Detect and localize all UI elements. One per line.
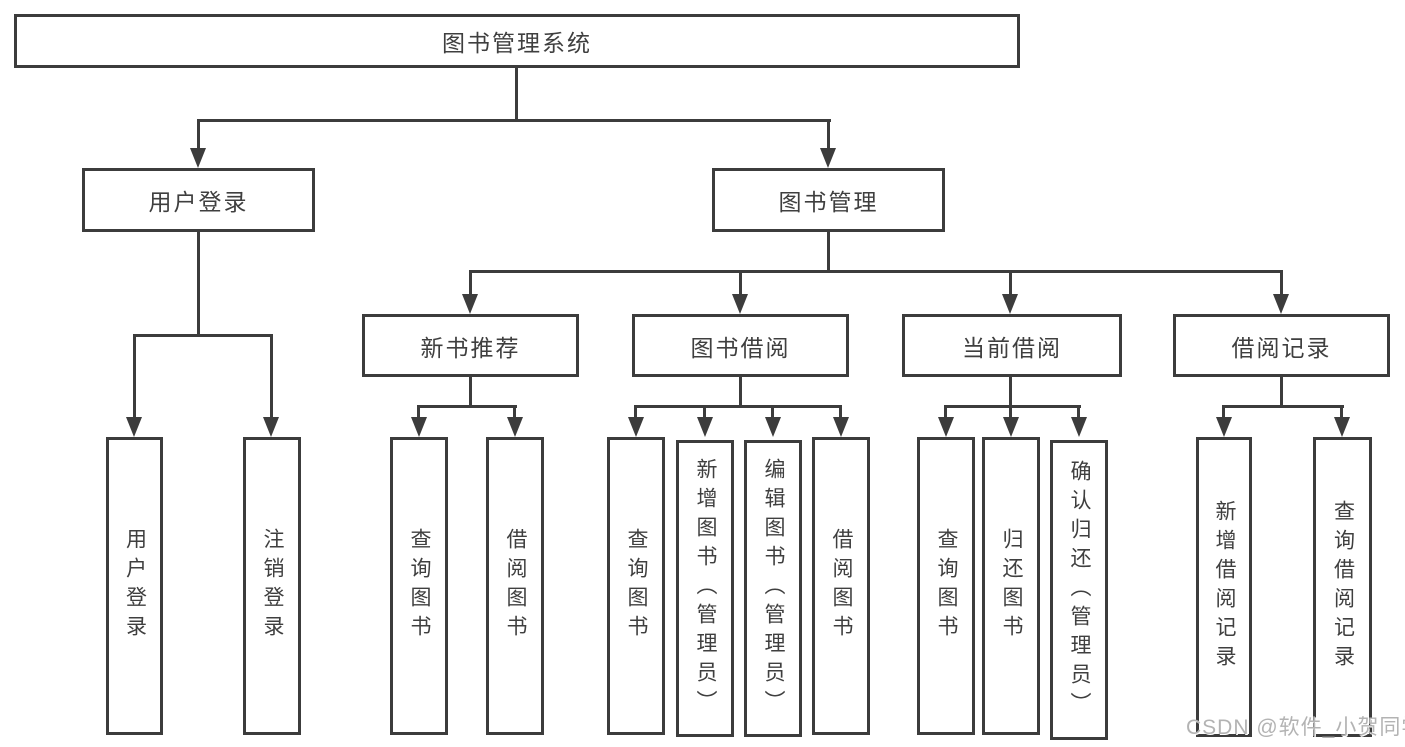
edge-new-book-recommend-hbar bbox=[417, 405, 517, 408]
leaf-confirm-return-admin: 确认归还（管理员） bbox=[1050, 440, 1108, 740]
arrowhead-add-borrow-record bbox=[1216, 417, 1232, 437]
leaf-edit-book-admin-label: 编辑图书（管理员） bbox=[762, 458, 785, 719]
arrowhead-borrow-books-2 bbox=[833, 417, 849, 437]
leaf-user-login: 用户登录 bbox=[106, 437, 163, 735]
leaf-query-books-1-label: 查询图书 bbox=[408, 528, 431, 644]
leaf-return-books: 归还图书 bbox=[982, 437, 1040, 735]
edge-book-management-stem bbox=[827, 232, 830, 273]
leaf-add-book-admin: 新增图书（管理员） bbox=[676, 440, 734, 737]
node-current-borrowing: 当前借阅 bbox=[902, 314, 1122, 377]
leaf-logout-label: 注销登录 bbox=[261, 528, 284, 644]
arrowhead-add-book-admin bbox=[697, 417, 713, 437]
edge-drop-user-login bbox=[197, 119, 200, 150]
csdn-watermark: CSDN @软件_小贺同学 bbox=[1186, 716, 1405, 739]
edge-root-stem bbox=[515, 68, 518, 120]
arrowhead-query-books-1 bbox=[411, 417, 427, 437]
arrowhead-borrow-books-1 bbox=[507, 417, 523, 437]
leaf-query-books-3: 查询图书 bbox=[917, 437, 975, 735]
edge-drop-borrowing-records bbox=[1280, 270, 1283, 296]
edge-drop-new-book-recommend bbox=[469, 270, 472, 296]
edge-drop-leaf-user-login bbox=[133, 334, 136, 419]
arrowhead-leaf-logout bbox=[263, 417, 279, 437]
arrowhead-book-borrowing bbox=[732, 294, 748, 314]
edge-book-borrowing-stem bbox=[739, 377, 742, 408]
leaf-add-book-admin-label: 新增图书（管理员） bbox=[694, 458, 717, 719]
leaf-query-books-2: 查询图书 bbox=[607, 437, 665, 735]
edge-user-login-hbar bbox=[133, 334, 273, 337]
edge-drop-book-borrowing bbox=[739, 270, 742, 296]
arrowhead-confirm-return-admin bbox=[1071, 417, 1087, 437]
edge-drop-add-book-admin bbox=[703, 405, 706, 419]
edge-drop-query-borrow-record bbox=[1340, 405, 1343, 419]
node-book-borrowing: 图书借阅 bbox=[632, 314, 849, 377]
arrowhead-query-books-3 bbox=[938, 417, 954, 437]
edge-user-login-stem bbox=[197, 232, 200, 337]
leaf-query-books-1: 查询图书 bbox=[390, 437, 448, 735]
leaf-confirm-return-admin-label: 确认归还（管理员） bbox=[1068, 459, 1091, 721]
edge-borrowing-records-stem bbox=[1280, 377, 1283, 408]
node-book-management: 图书管理 bbox=[712, 168, 945, 232]
edge-new-book-recommend-stem bbox=[469, 377, 472, 408]
leaf-add-borrow-record: 新增借阅记录 bbox=[1196, 437, 1252, 737]
leaf-add-borrow-record-label: 新增借阅记录 bbox=[1213, 500, 1236, 674]
edge-drop-book-management bbox=[827, 119, 830, 150]
leaf-edit-book-admin: 编辑图书（管理员） bbox=[744, 440, 802, 737]
edge-drop-query-books-2 bbox=[634, 405, 637, 419]
arrowhead-query-books-2 bbox=[628, 417, 644, 437]
node-new-book-recommend: 新书推荐 bbox=[362, 314, 579, 377]
leaf-borrow-books-2-label: 借阅图书 bbox=[830, 528, 853, 644]
leaf-query-books-2-label: 查询图书 bbox=[625, 528, 648, 644]
leaf-query-borrow-record: 查询借阅记录 bbox=[1313, 437, 1372, 737]
leaf-user-login-label: 用户登录 bbox=[123, 528, 147, 644]
edge-drop-return-books bbox=[1009, 405, 1012, 419]
edge-drop-current-borrowing bbox=[1009, 270, 1012, 296]
arrowhead-book-management bbox=[820, 148, 836, 168]
edge-root-hbar bbox=[197, 119, 831, 122]
node-user-login: 用户登录 bbox=[82, 168, 315, 232]
arrowhead-edit-book-admin bbox=[765, 417, 781, 437]
edge-drop-query-books-3 bbox=[944, 405, 947, 419]
leaf-borrow-books-1-label: 借阅图书 bbox=[504, 528, 527, 644]
edge-drop-borrow-books-2 bbox=[839, 405, 842, 419]
leaf-borrow-books-2: 借阅图书 bbox=[812, 437, 870, 735]
arrowhead-current-borrowing bbox=[1002, 294, 1018, 314]
edge-drop-confirm-return-admin bbox=[1077, 405, 1080, 419]
node-borrowing-records: 借阅记录 bbox=[1173, 314, 1390, 377]
edge-current-borrowing-hbar bbox=[944, 405, 1081, 408]
edge-drop-leaf-logout bbox=[270, 334, 273, 419]
arrowhead-borrowing-records bbox=[1273, 294, 1289, 314]
edge-drop-query-books-1 bbox=[417, 405, 420, 419]
edge-book-borrowing-hbar bbox=[634, 405, 842, 408]
arrowhead-query-borrow-record bbox=[1334, 417, 1350, 437]
arrowhead-user-login bbox=[190, 148, 206, 168]
node-root: 图书管理系统 bbox=[14, 14, 1020, 68]
leaf-query-books-3-label: 查询图书 bbox=[935, 528, 958, 644]
arrowhead-new-book-recommend bbox=[462, 294, 478, 314]
edge-current-borrowing-stem bbox=[1009, 377, 1012, 408]
leaf-logout: 注销登录 bbox=[243, 437, 301, 735]
edge-borrowing-records-hbar bbox=[1222, 405, 1344, 408]
edge-drop-edit-book-admin bbox=[771, 405, 774, 419]
edge-drop-borrow-books-1 bbox=[513, 405, 516, 419]
edge-book-management-hbar bbox=[469, 270, 1283, 273]
arrowhead-return-books bbox=[1003, 417, 1019, 437]
arrowhead-leaf-user-login bbox=[126, 417, 142, 437]
leaf-borrow-books-1: 借阅图书 bbox=[486, 437, 544, 735]
edge-drop-add-borrow-record bbox=[1222, 405, 1225, 419]
leaf-return-books-label: 归还图书 bbox=[1000, 528, 1023, 644]
leaf-query-borrow-record-label: 查询借阅记录 bbox=[1331, 500, 1355, 674]
